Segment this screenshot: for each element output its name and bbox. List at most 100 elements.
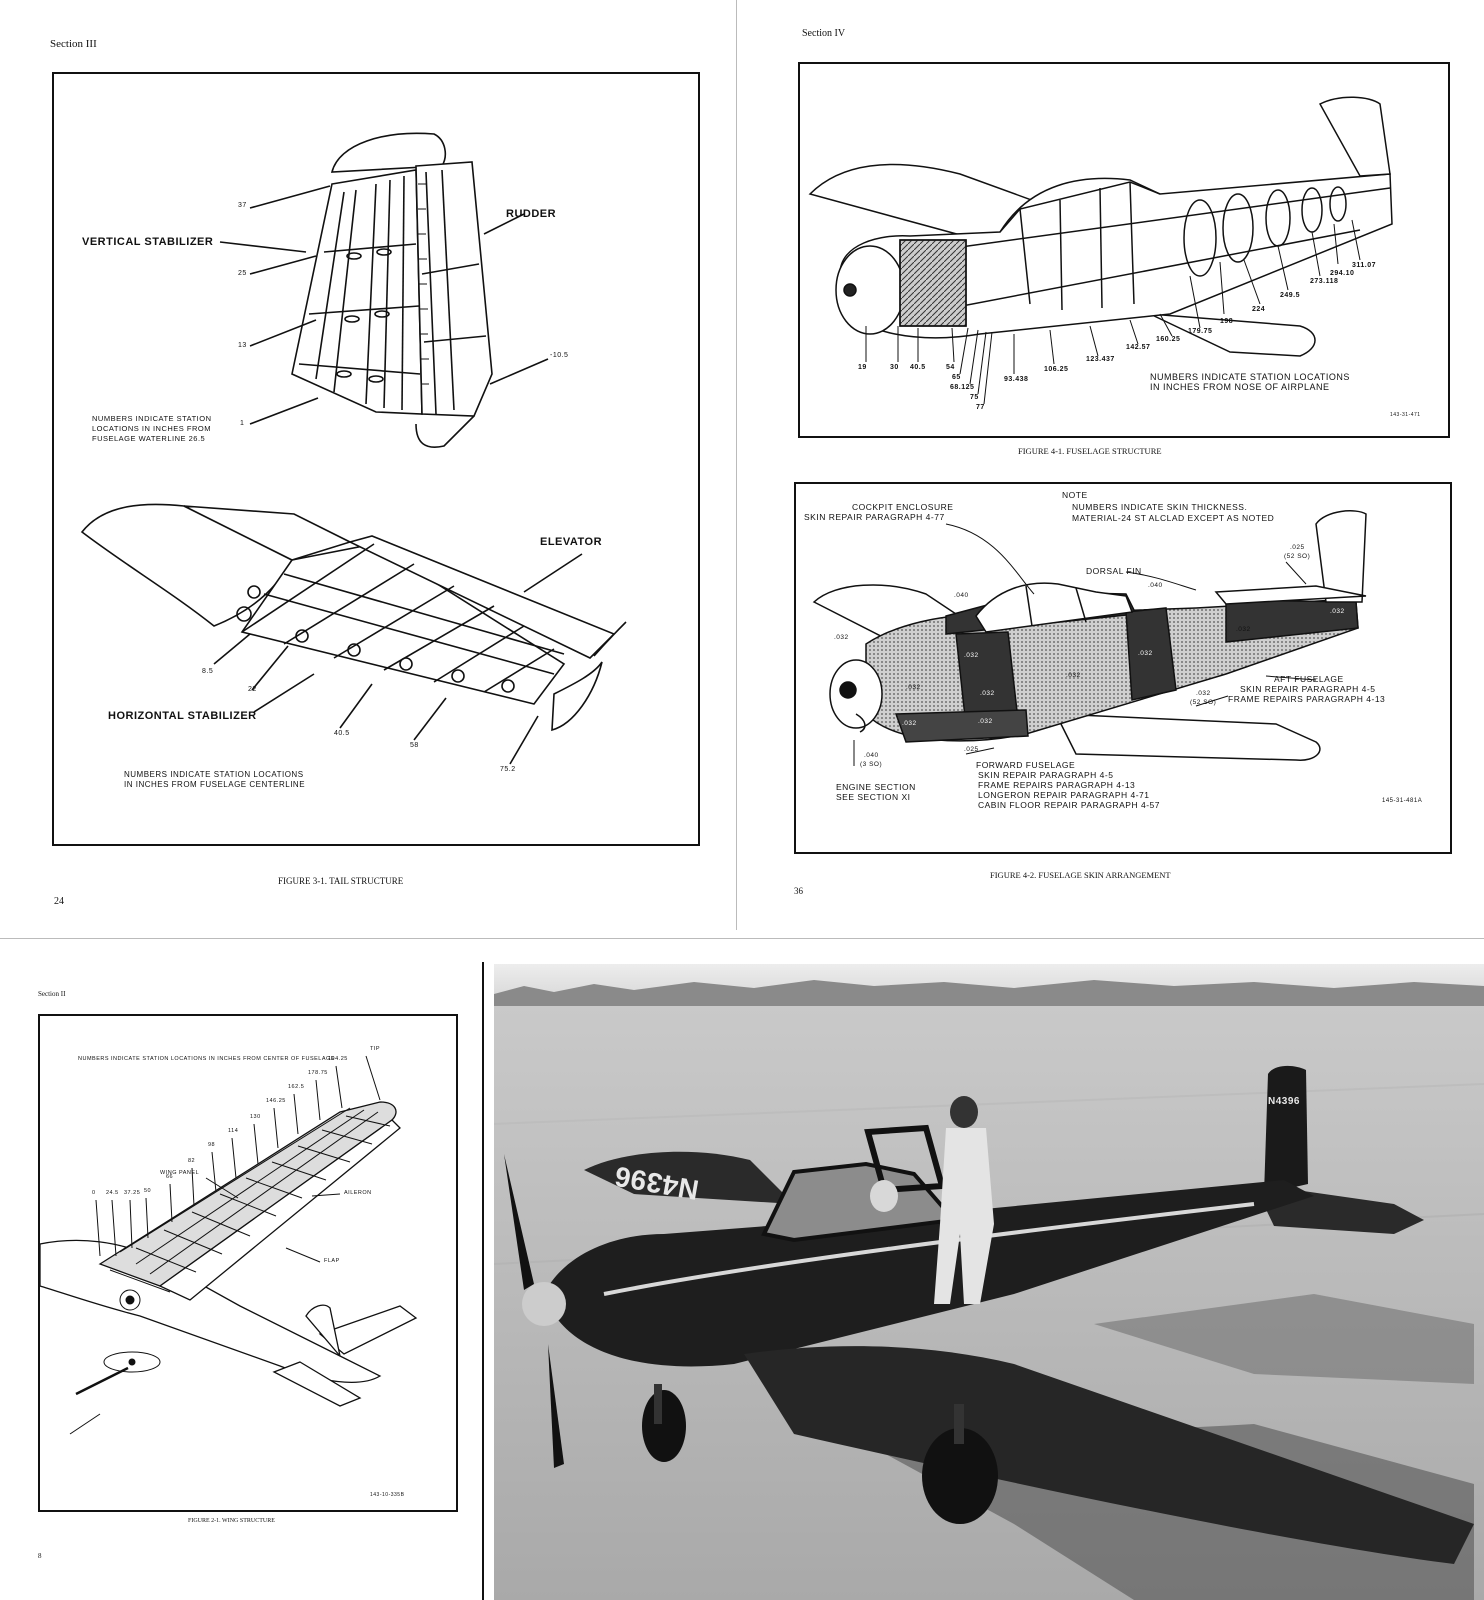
- wing-label-aileron: AILERON: [344, 1190, 372, 1196]
- wing-station: 114: [228, 1128, 239, 1134]
- figure-caption: FIGURE 2-1. WING STRUCTURE: [188, 1518, 275, 1524]
- page-header: Section IV: [802, 28, 846, 39]
- aft-fuselage-label: AFT FUSELAGE: [1274, 674, 1344, 684]
- thickness-label: .032: [1236, 626, 1251, 633]
- vs-note-line: NUMBERS INDICATE STATION: [92, 414, 212, 423]
- forward-fuselage-label: LONGERON REPAIR PARAGRAPH 4-71: [978, 790, 1150, 800]
- thickness-label: .032: [964, 652, 979, 659]
- fig2-note-line: NUMBERS INDICATE SKIN THICKNESS.: [1072, 502, 1248, 512]
- tail-registration: N4396: [1268, 1096, 1300, 1107]
- wing-station: 24.5: [106, 1190, 119, 1196]
- figure-caption: FIGURE 4-2. FUSELAGE SKIN ARRANGEMENT: [990, 870, 1171, 880]
- thickness-label: .032: [980, 690, 995, 697]
- forward-fuselage-label: SKIN REPAIR PARAGRAPH 4-5: [978, 770, 1114, 780]
- fuselage-station: 54: [946, 364, 955, 371]
- label-horizontal-stabilizer: HORIZONTAL STABILIZER: [108, 710, 257, 722]
- wing-station: 37.25: [124, 1190, 141, 1196]
- aft-fuselage-label: SKIN REPAIR PARAGRAPH 4-5: [1240, 684, 1376, 694]
- wing-station: 178.75: [308, 1070, 328, 1076]
- hs-station: 8.5: [202, 668, 214, 675]
- fuselage-station: 224: [1252, 306, 1266, 313]
- page-header: Section III: [50, 38, 97, 50]
- fuselage-station: 249.5: [1280, 292, 1301, 299]
- dorsal-fin-label: DORSAL FIN: [1086, 566, 1142, 576]
- cockpit-label: COCKPIT ENCLOSURE: [852, 502, 954, 512]
- forward-fuselage-label: FORWARD FUSELAGE: [976, 760, 1076, 770]
- vs-station: -10.5: [550, 352, 569, 359]
- vs-station: 1: [240, 420, 245, 427]
- figure-2-1-frame: NUMBERS INDICATE STATION LOCATIONS IN IN…: [38, 1014, 458, 1512]
- wing-station: 162.5: [288, 1084, 305, 1090]
- wing-station: 82: [188, 1158, 196, 1164]
- fuselage-station: 77: [976, 404, 985, 411]
- thickness-label: (52 SO): [1190, 699, 1217, 706]
- fuselage-station: 19: [858, 364, 867, 371]
- fuselage-station: 311.07: [1352, 262, 1377, 269]
- cockpit-label: SKIN REPAIR PARAGRAPH 4-77: [804, 512, 945, 522]
- label-vertical-stabilizer: VERTICAL STABILIZER: [82, 236, 214, 248]
- fig1-note-line: NUMBERS INDICATE STATION LOCATIONS: [1150, 372, 1350, 382]
- vertical-stabilizer-drawing: [219, 132, 549, 448]
- fuselage-station: 179.75: [1188, 328, 1213, 335]
- hs-note-line: IN INCHES FROM FUSELAGE CENTERLINE: [124, 780, 306, 789]
- wing-station: 0: [92, 1190, 96, 1196]
- horizontal-stabilizer-drawing: [80, 503, 627, 765]
- fuselage-station: 40.5: [910, 364, 926, 371]
- thickness-label: .032: [834, 634, 849, 641]
- thickness-label: .040: [864, 752, 879, 759]
- hs-note-line: NUMBERS INDICATE STATION LOCATIONS: [124, 770, 304, 779]
- page-header: Section II: [38, 990, 66, 998]
- fuselage-skin-drawing: [812, 510, 1367, 766]
- wing-label-tip: TIP: [370, 1046, 381, 1052]
- thickness-label: (52 SO): [1284, 553, 1311, 560]
- fuselage-station: 123.437: [1086, 356, 1115, 363]
- hs-station: 58: [410, 742, 419, 749]
- thickness-label: .032: [906, 684, 921, 691]
- thickness-label: .025: [964, 746, 979, 753]
- manual-page-36: Section IV: [738, 0, 1484, 930]
- fuselage-station: 198: [1220, 318, 1234, 325]
- fuselage-station: 273.118: [1310, 278, 1339, 285]
- wing-label-panel: WING PANEL: [160, 1170, 200, 1176]
- fuselage-station: 106.25: [1044, 366, 1069, 373]
- wing-station: 66: [166, 1174, 174, 1180]
- wing-station: 98: [208, 1142, 216, 1148]
- wing-station: 50: [144, 1188, 152, 1194]
- fuselage-station: 93.438: [1004, 376, 1029, 383]
- thickness-label: .040: [954, 592, 969, 599]
- figure-caption: FIGURE 4-1. FUSELAGE STRUCTURE: [1018, 446, 1162, 456]
- thickness-label: .032: [1196, 690, 1211, 697]
- fuselage-station: 75: [970, 394, 979, 401]
- engine-section-label: SEE SECTION XI: [836, 792, 911, 802]
- wing-structure-drawing: [39, 1055, 418, 1435]
- thickness-label: .032: [1138, 650, 1153, 657]
- fuselage-station: 68.125: [950, 384, 975, 391]
- thickness-label: .025: [1290, 544, 1305, 551]
- manual-page-8: Section II NUMBERS INDICATE STATION LOCA…: [0, 962, 484, 1600]
- vs-station: 37: [238, 202, 247, 209]
- photo-scene: [494, 964, 1484, 1600]
- hs-station: 22: [248, 686, 257, 693]
- thickness-label: .040: [1148, 582, 1163, 589]
- manual-page-24: Section III: [0, 0, 722, 930]
- wing-label-flap: FLAP: [324, 1258, 340, 1264]
- forward-fuselage-label: FRAME REPAIRS PARAGRAPH 4-13: [978, 780, 1136, 790]
- page-divider: [0, 938, 1484, 939]
- hs-station: 40.5: [334, 730, 350, 737]
- vs-station: 13: [238, 342, 247, 349]
- fuselage-station: 294.10: [1330, 270, 1355, 277]
- engine-section-label: ENGINE SECTION: [836, 782, 916, 792]
- airplane-photo: N4396 N4396: [494, 964, 1484, 1600]
- figure-caption: FIGURE 3-1. TAIL STRUCTURE: [278, 876, 404, 886]
- fig2-note-title: NOTE: [1062, 490, 1088, 500]
- wing-station: 194.25: [328, 1056, 348, 1062]
- page-number: 8: [38, 1552, 42, 1560]
- fuselage-station: 142.57: [1126, 344, 1151, 351]
- vs-station: 25: [238, 270, 247, 277]
- vs-note-line: LOCATIONS IN INCHES FROM: [92, 424, 211, 433]
- vs-note-line: FUSELAGE WATERLINE 26.5: [92, 434, 206, 443]
- drawing-number: 143-31-471: [1390, 412, 1421, 418]
- thickness-label: .040: [1034, 598, 1049, 605]
- wing-note: NUMBERS INDICATE STATION LOCATIONS IN IN…: [78, 1056, 335, 1062]
- figure-4-1-frame: 19 30 40.5 54 65 68.125 75 77 93.438 106…: [798, 62, 1450, 438]
